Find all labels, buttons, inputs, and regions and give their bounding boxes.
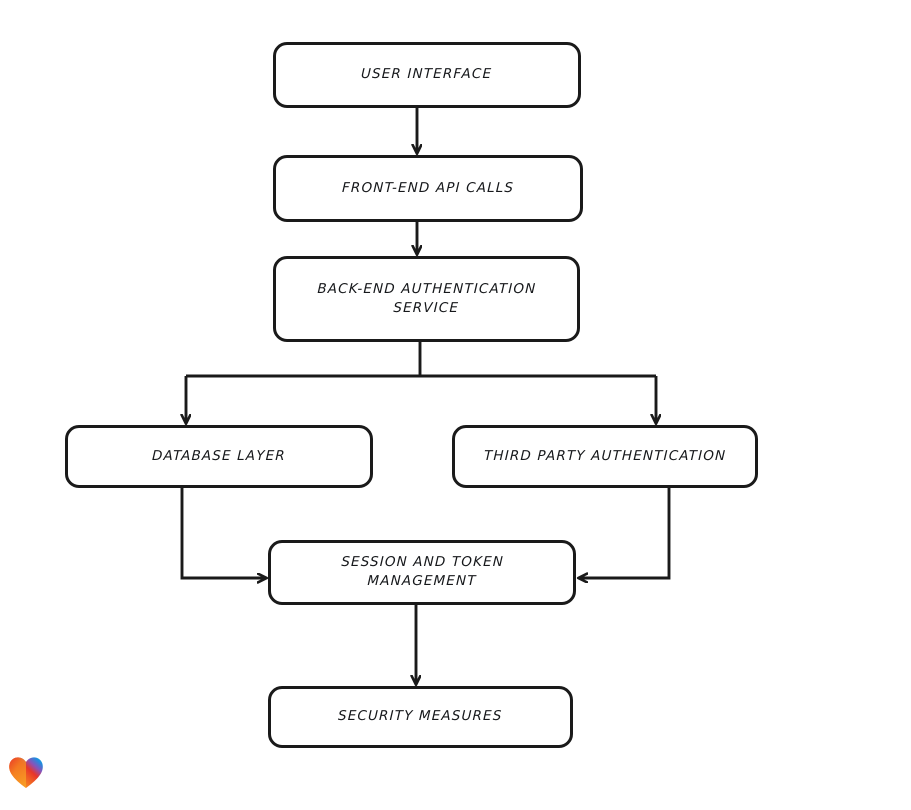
node-back-end-authentication-service[interactable]: Back-end authentication service xyxy=(273,256,580,342)
node-label: Front-end API calls xyxy=(341,179,515,196)
node-label: Security measures xyxy=(338,708,504,725)
node-session-and-token-management[interactable]: Session and token management xyxy=(268,540,576,605)
node-label: Back-end authentication service xyxy=(317,280,537,316)
node-user-interface[interactable]: User Interface xyxy=(273,42,581,108)
node-front-end-api-calls[interactable]: Front-end API calls xyxy=(273,155,583,222)
node-label: User Interface xyxy=(361,66,493,83)
node-third-party-authentication[interactable]: Third party authentication xyxy=(452,425,758,488)
node-security-measures[interactable]: Security measures xyxy=(268,686,573,748)
edge-thirdparty-to-session xyxy=(579,488,671,578)
node-label: Third party authentication xyxy=(483,447,727,464)
node-database-layer[interactable]: Database layer xyxy=(65,425,373,488)
edge-database-to-session xyxy=(180,488,266,578)
node-label: Database layer xyxy=(151,447,287,464)
heart-icon xyxy=(9,757,43,788)
node-label: Session and token management xyxy=(340,554,504,590)
